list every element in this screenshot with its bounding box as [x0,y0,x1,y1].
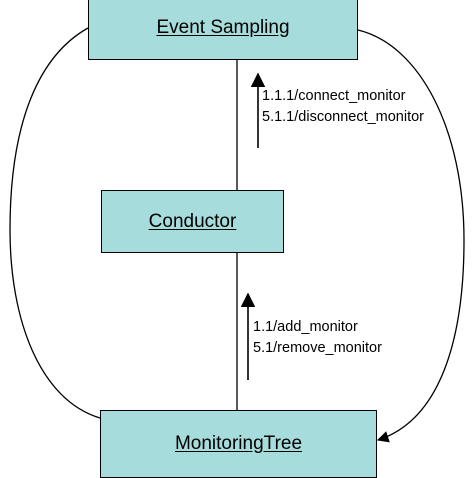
event-sampling-node: Event Sampling [88,0,358,60]
loop-left [9,27,101,419]
conductor-node: Conductor [101,190,284,253]
monitoring-tree-label: MonitoringTree [174,433,303,454]
message-label-bottom: 1.1/add_monitor 5.1/remove_monitor [253,317,382,359]
monitoring-tree-node: MonitoringTree [100,410,377,478]
message-connect-monitor: 1.1.1/connect_monitor [262,88,406,104]
message-add-monitor: 1.1/add_monitor [253,319,358,335]
message-disconnect-monitor: 5.1.1/disconnect_monitor [262,109,425,125]
message-remove-monitor: 5.1/remove_monitor [253,340,382,356]
conductor-label: Conductor [148,210,237,232]
event-sampling-label: Event Sampling [156,17,290,38]
message-label-top: 1.1.1/connect_monitor 5.1.1/disconnect_m… [262,86,424,128]
loop-right [357,29,465,443]
